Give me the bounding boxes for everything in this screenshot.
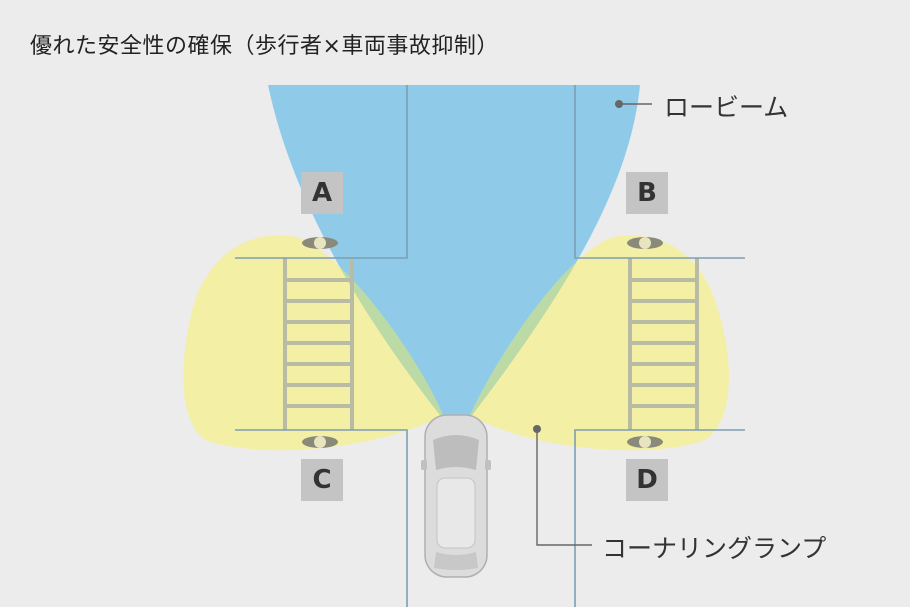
car xyxy=(421,414,491,578)
pedestrian-d xyxy=(627,436,663,448)
zone-label-d: D xyxy=(626,459,668,501)
low-beam-label: ロービーム xyxy=(664,93,789,122)
leader-cornering-lamp xyxy=(533,425,592,546)
pedestrian-c xyxy=(302,436,338,448)
zone-label-c: C xyxy=(301,459,343,501)
zone-label-a: A xyxy=(301,172,343,214)
diagram-title: 優れた安全性の確保（歩行者×車両事故抑制） xyxy=(30,34,499,59)
pedestrian-a xyxy=(302,237,338,249)
leader-low-beam xyxy=(615,100,652,108)
pedestrian-b xyxy=(627,237,663,249)
road-lines xyxy=(235,85,745,607)
low-beam-area xyxy=(268,85,640,415)
cornering-lamp-right-area xyxy=(470,235,729,451)
cornering-lamp-label: コーナリングランプ xyxy=(602,534,827,563)
crosswalk-left xyxy=(283,258,354,430)
crosswalk-right xyxy=(628,258,699,430)
zone-label-b: B xyxy=(626,172,668,214)
